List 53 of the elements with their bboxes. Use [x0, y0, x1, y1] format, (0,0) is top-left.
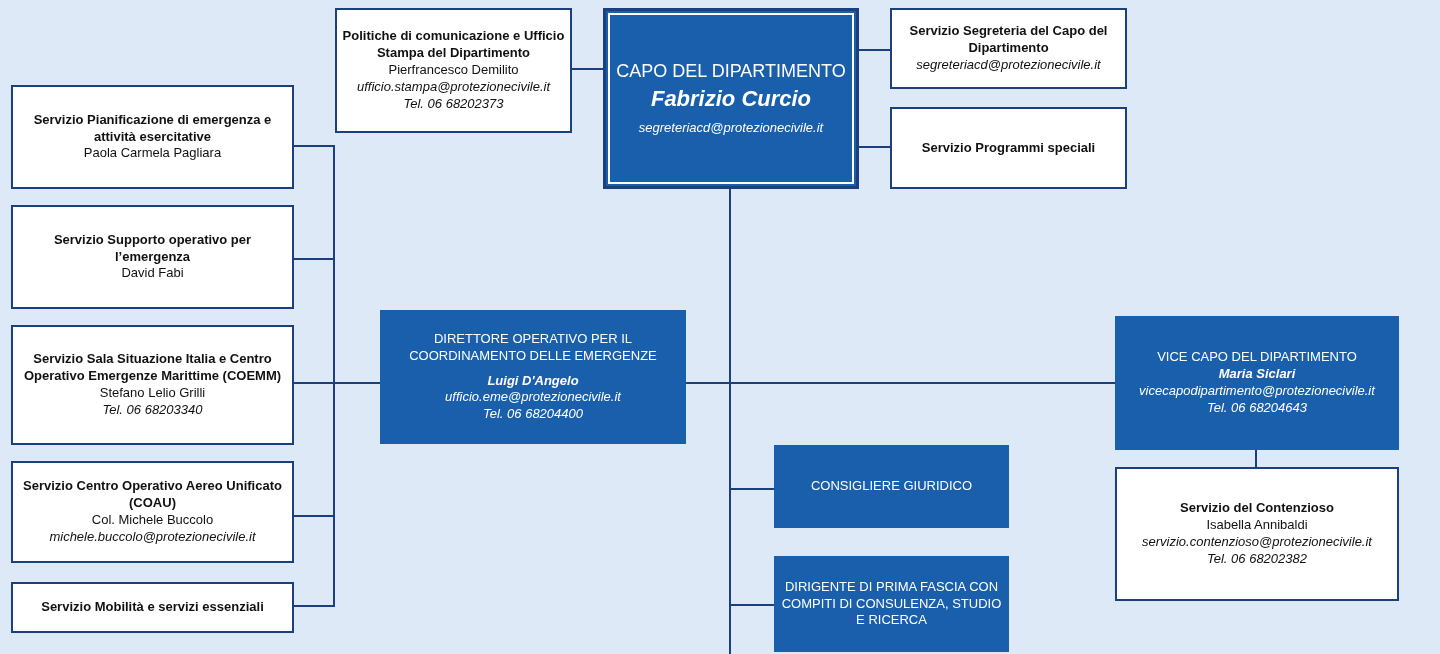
unit-title: DIRETTORE OPERATIVO PER IL COORDINAMENTO DELLE EMERGENZE [408, 330, 658, 365]
phone-number: Tel. 06 68202382 [1207, 550, 1307, 568]
unit-title: Servizio Mobilità e servizi essenziali [41, 599, 264, 616]
office-box [774, 445, 1009, 528]
unit-title: Servizio Programmi speciali [921, 139, 1096, 157]
phone-number: Tel. 06 68203340 [102, 401, 203, 419]
unit-title: VICE CAPO DEL DIPARTIMENTO [1157, 349, 1357, 367]
phone-number: Tel. 06 68204643 [1207, 399, 1307, 417]
office-box [380, 310, 686, 444]
connector-line [1255, 449, 1257, 468]
person-name: Isabella Annibaldi [1206, 517, 1308, 534]
unit-title: Servizio del Contenzioso [1180, 500, 1334, 518]
service-box [890, 8, 1127, 89]
person-name: Fabrizio Curcio [650, 85, 812, 114]
office-box [774, 556, 1009, 652]
service-box [1115, 467, 1399, 601]
unit-title: CONSIGLIERE GIURIDICO [810, 478, 973, 495]
unit-title: Politiche di comunicazione e Ufficio Stampa del Dipartimento [341, 28, 566, 63]
connector-line [858, 49, 891, 51]
person-name: David Fabi [121, 265, 184, 283]
person-name: Maria Siclari [1218, 366, 1296, 383]
service-box [335, 8, 572, 133]
service-box [11, 461, 294, 563]
unit-title: Servizio Pianificazione di emergenza e attività esercitative [32, 111, 273, 146]
email-address: michele.buccolo@protezionecivile.it [49, 528, 256, 546]
connector-line [858, 146, 891, 148]
person-name: Paola Carmela Pagliara [83, 145, 222, 163]
unit-title: Servizio Sala Situazione Italia e Centro Operativo Emergenze Marittime (COEMM) [22, 351, 283, 385]
unit-title: Servizio Centro Operativo Aereo Unificato (COAU) [22, 478, 283, 512]
person-name: Col. Michele Buccolo [91, 512, 214, 529]
email-address: ufficio.eme@protezionecivile.it [445, 389, 621, 407]
office-box [1115, 316, 1399, 450]
service-box [890, 107, 1127, 189]
email-address: ufficio.stampa@protezionecivile.it [356, 78, 551, 96]
person-name: Luigi D'Angelo [487, 372, 579, 390]
service-box [11, 205, 294, 309]
service-box [11, 85, 294, 189]
unit-title: DIRIGENTE DI PRIMA FASCIA CON COMPITI DI CONSULENZA, STUDIO E RICERCA [780, 578, 1003, 630]
office-box [603, 8, 859, 189]
person-name: Stefano Lelio Grilli [99, 385, 206, 402]
email-address: vicecapodipartimento@protezionecivile.it [1139, 383, 1375, 400]
service-box [11, 325, 294, 445]
service-box [11, 582, 294, 633]
email-address: segreteriacd@protezionecivile.it [916, 56, 1101, 74]
phone-number: Tel. 06 68204400 [483, 406, 583, 424]
connector-line [293, 382, 381, 607]
unit-title: Servizio Supporto operativo per l’emergenza [52, 231, 253, 266]
email-address: servizio.contenzioso@protezionecivile.it [1142, 534, 1372, 551]
connector-line [571, 68, 604, 70]
person-name: Pierfrancesco Demilito [388, 62, 519, 79]
unit-title: CAPO DEL DIPARTIMENTO [616, 60, 846, 84]
email-address: segreteriacd@protezionecivile.it [638, 120, 824, 137]
phone-number: Tel. 06 68202373 [403, 95, 504, 113]
